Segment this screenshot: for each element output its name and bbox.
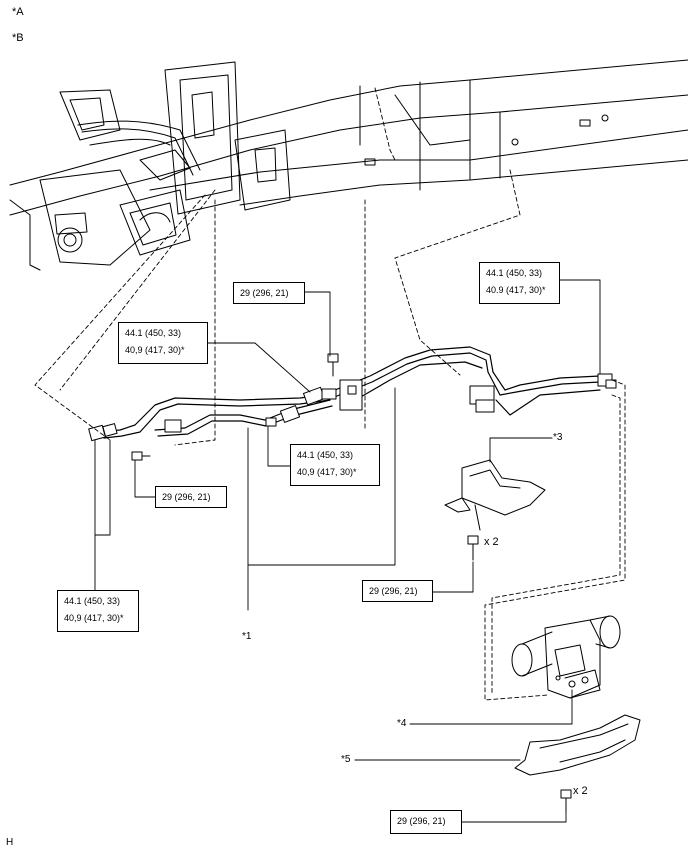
callout-3: *3 bbox=[553, 432, 563, 443]
torque-box-protector-bolt: 29 (296, 21) bbox=[362, 580, 433, 602]
torque-value: 29 (296, 21) bbox=[162, 492, 211, 502]
torque-box-left-bolt: 29 (296, 21) bbox=[155, 486, 227, 508]
actuator-4 bbox=[511, 615, 621, 699]
torque-value: 44.1 (450, 33) bbox=[486, 268, 543, 278]
callout-4: *4 bbox=[397, 718, 407, 729]
torque-box-mid-left: 44.1 (450, 33) 40,9 (417, 30)* bbox=[118, 322, 208, 364]
torque-value-alt: 40.9 (417, 30)* bbox=[486, 285, 546, 295]
torque-box-top-right: 44.1 (450, 33) 40.9 (417, 30)* bbox=[479, 262, 560, 304]
torque-value: 29 (296, 21) bbox=[240, 288, 289, 298]
bottom-bolt-quantity: x 2 bbox=[573, 785, 588, 797]
torque-value-alt: 40,9 (417, 30)* bbox=[297, 467, 357, 477]
torque-value: 29 (296, 21) bbox=[397, 816, 446, 826]
protector-bolt-quantity: x 2 bbox=[484, 536, 499, 548]
corner-letter: H bbox=[6, 837, 14, 848]
view-label-a: *A bbox=[12, 6, 24, 18]
reference-dashed-lines bbox=[34, 87, 626, 701]
bottom-bolt bbox=[560, 789, 572, 813]
callout-1: *1 bbox=[242, 631, 252, 642]
line-fittings bbox=[88, 353, 617, 461]
view-label-b: *B bbox=[12, 32, 24, 44]
leader-lines bbox=[94, 279, 601, 823]
torque-box-bottom-left: 44.1 (450, 33) 40,9 (417, 30)* bbox=[57, 590, 139, 632]
protector-3 bbox=[444, 459, 546, 531]
torque-box-mid-center: 44.1 (450, 33) 40,9 (417, 30)* bbox=[290, 444, 380, 486]
torque-value: 44.1 (450, 33) bbox=[297, 450, 354, 460]
torque-box-bottom-bolt: 29 (296, 21) bbox=[390, 810, 462, 834]
vehicle-frame bbox=[9, 59, 688, 271]
shield-5 bbox=[514, 714, 641, 776]
torque-value: 44.1 (450, 33) bbox=[125, 328, 182, 338]
torque-value: 29 (296, 21) bbox=[369, 586, 418, 596]
torque-box-top-center: 29 (296, 21) bbox=[233, 282, 305, 304]
torque-value-alt: 40,9 (417, 30)* bbox=[64, 613, 124, 623]
torque-value-alt: 40,9 (417, 30)* bbox=[125, 345, 185, 355]
protector-bolt bbox=[467, 535, 479, 561]
brake-lines bbox=[99, 346, 601, 439]
callout-5: *5 bbox=[341, 754, 351, 765]
torque-value: 44.1 (450, 33) bbox=[64, 596, 121, 606]
